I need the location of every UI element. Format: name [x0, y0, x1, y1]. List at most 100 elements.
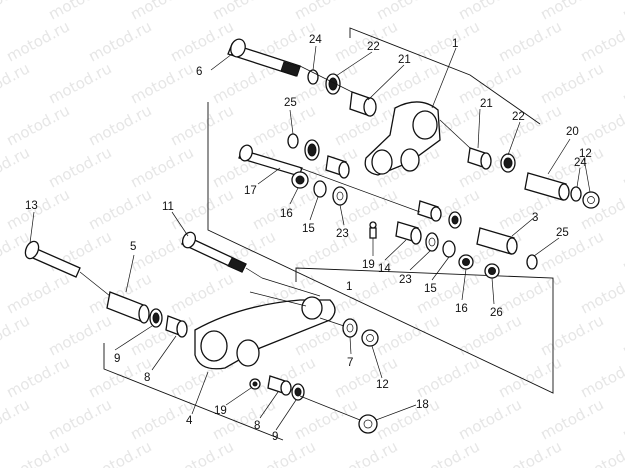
watermark-text: motod.ru — [619, 143, 625, 191]
callout-3: 3 — [532, 212, 538, 224]
callout-15-lower: 15 — [424, 283, 437, 295]
callout-1-middle: 1 — [346, 281, 352, 293]
watermark-text: motod.ru — [127, 0, 196, 24]
watermark-text: motod.ru — [413, 437, 482, 468]
watermark-text: motod.ru — [619, 311, 625, 359]
watermark-text: motod.ru — [455, 395, 524, 443]
watermark-text: motod.ru — [249, 437, 318, 468]
grease-fitting-19-lower — [249, 378, 261, 390]
watermark-text: motod.ru — [495, 17, 564, 65]
callout-8-left: 8 — [144, 372, 150, 384]
callout-21-top: 21 — [398, 54, 411, 66]
watermark-text: motod.ru — [3, 185, 72, 233]
washer-23-middle — [332, 186, 348, 206]
leader-lines — [29, 45, 591, 431]
watermark-text: motod.ru — [0, 0, 33, 24]
sleeve-20 — [524, 172, 570, 201]
callout-19-lower: 19 — [214, 405, 227, 417]
watermark-text: motod.ru — [495, 437, 564, 468]
callout-22-top: 22 — [367, 41, 380, 53]
callout-21-right: 21 — [480, 98, 493, 110]
watermark-text: motod.ru — [537, 59, 606, 107]
callout-25-lower: 25 — [556, 227, 569, 239]
callout-16-middle: 16 — [280, 208, 293, 220]
watermark-text: motod.ru — [373, 59, 442, 107]
sleeve-5 — [106, 291, 150, 324]
callout-12-lower: 12 — [376, 379, 389, 391]
sleeve-3 — [476, 227, 518, 255]
watermark-text: motod.ru — [85, 101, 154, 149]
callout-14: 14 — [378, 263, 391, 275]
watermark-text: motod.ru — [209, 395, 278, 443]
callout-8-bottom: 8 — [254, 420, 260, 432]
callout-6: 6 — [196, 66, 202, 78]
callout-12-top: 12 — [579, 148, 592, 160]
watermark-text: motod.ru — [495, 353, 564, 401]
watermark-text: motod.ru — [331, 353, 400, 401]
washer-24-top — [307, 69, 319, 85]
watermark-text: motod.ru — [3, 353, 72, 401]
watermark-text: motod.ru — [495, 101, 564, 149]
washer-25-middle — [287, 133, 299, 149]
watermark-text: motod.ru — [577, 185, 625, 233]
callout-15-middle: 15 — [302, 223, 315, 235]
callout-1-top: 1 — [452, 38, 458, 50]
watermark-text: motod.ru — [3, 101, 72, 149]
nut-18 — [358, 414, 378, 434]
watermark-text: motod.ru — [209, 0, 278, 24]
bearing-22-top — [325, 73, 341, 95]
watermark-text: motod.ru — [619, 59, 625, 107]
bearing-16-lower — [458, 254, 474, 270]
bushing-21-right — [467, 147, 492, 170]
watermark-text: motod.ru — [127, 59, 196, 107]
bearing-9-lower — [291, 383, 305, 401]
watermark-text: motod.ru — [455, 0, 524, 24]
callout-24-right: 24 — [574, 157, 587, 169]
watermark-text: motod.ru — [577, 17, 625, 65]
watermark-text: motod.ru — [331, 437, 400, 468]
grease-fitting-19-upper — [369, 221, 377, 239]
callout-11: 11 — [162, 201, 174, 213]
callout-23-middle: 23 — [336, 228, 349, 240]
watermark-text: motod.ru — [85, 185, 154, 233]
bearing-9-upper — [149, 308, 163, 328]
watermark-text: motod.ru — [3, 269, 72, 317]
nut-12-top — [582, 191, 600, 209]
nut-12-lower — [361, 329, 379, 347]
watermark-text: motod.ru — [167, 185, 236, 233]
watermark-text: motod.ru — [3, 17, 72, 65]
watermark-text: motod.ru — [127, 143, 196, 191]
bushing-8-lower — [267, 375, 292, 396]
bolt-6 — [227, 38, 301, 77]
bushing-14 — [395, 221, 422, 245]
bearing-16-middle — [291, 171, 309, 189]
callout-26: 26 — [490, 307, 503, 319]
callout-23-lower: 23 — [399, 274, 412, 286]
callout-7: 7 — [347, 357, 353, 369]
washer-7 — [342, 318, 358, 338]
watermark-text: motod.ru — [537, 227, 606, 275]
watermark-text: motod.ru — [413, 17, 482, 65]
callout-22-right: 22 — [512, 111, 525, 123]
callout-4: 4 — [186, 415, 193, 427]
callout-25-middle: 25 — [284, 97, 297, 109]
watermark-text: motod.ru — [291, 0, 360, 24]
watermark-text: motod.ru — [619, 0, 625, 24]
ring-15-middle — [313, 180, 327, 198]
callout-13: 13 — [25, 200, 38, 212]
watermark-text: motod.ru — [577, 353, 625, 401]
link-1-upper — [364, 101, 441, 176]
link-4-lower — [194, 277, 336, 370]
callout-24-top: 24 — [309, 34, 322, 46]
washer-23-lower — [425, 232, 439, 252]
watermark-text: motod.ru — [577, 437, 625, 468]
group-bracket-1-top — [349, 27, 541, 125]
watermark-text: motod.ru — [167, 437, 236, 468]
bushing-21-middle — [325, 155, 350, 179]
watermark-text: motod.ru — [291, 395, 360, 443]
watermark-text: motod.ru — [167, 269, 236, 317]
callout-17: 17 — [244, 185, 257, 197]
watermark-text: motod.ru — [85, 17, 154, 65]
